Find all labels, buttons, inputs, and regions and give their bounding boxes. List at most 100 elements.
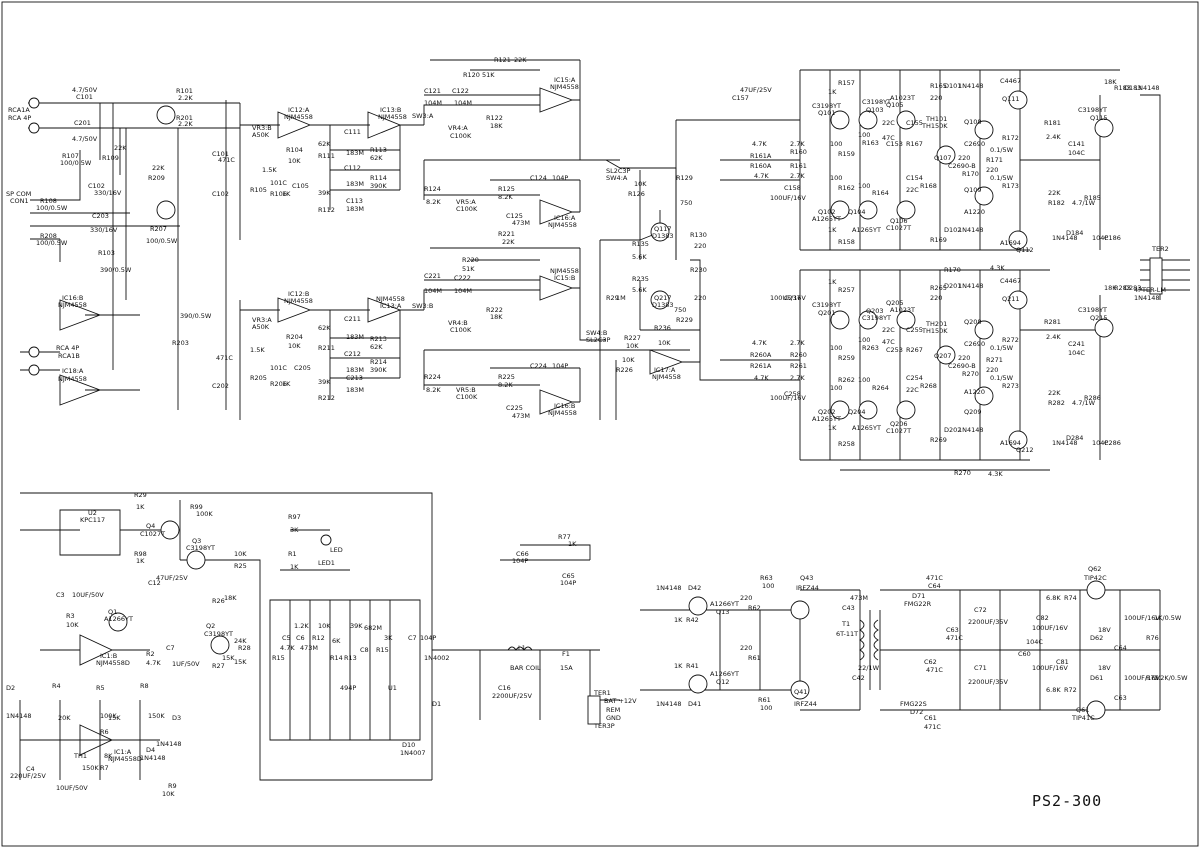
component-label: IRFZ44 — [794, 700, 817, 708]
component-label: R3 — [66, 612, 75, 620]
component-label: D41 — [688, 700, 701, 708]
component-label: IRFZ44 — [796, 584, 819, 592]
component-label: C65 — [562, 572, 575, 580]
component-label: RCA1A — [8, 106, 30, 114]
component-label: R222 — [486, 306, 503, 314]
component-label: 1N4148 — [958, 226, 984, 234]
component-label: 10K — [162, 790, 175, 798]
component-label: 100 — [858, 376, 870, 384]
component-label: 62K — [370, 343, 383, 351]
component-label: LED1 — [318, 559, 335, 567]
component-label: R121 — [494, 56, 511, 64]
component-label: 682M — [364, 624, 382, 632]
component-label: R271 — [986, 356, 1003, 364]
component-label: IC1:A — [114, 748, 132, 756]
component-label: R221 — [498, 230, 515, 238]
component-label: D283 — [1124, 284, 1141, 292]
component-label: Q207 — [934, 352, 952, 360]
component-label: 6T-11T — [836, 630, 858, 638]
component-label: 22C — [906, 186, 919, 194]
component-label: 1K — [136, 557, 145, 565]
component-label: R163 — [862, 139, 879, 147]
component-label: 62K — [370, 154, 383, 162]
component-label: R5 — [96, 684, 105, 692]
component-label: A1694 — [1000, 239, 1021, 247]
component-label: C101 — [76, 93, 93, 101]
component-label: C203 — [92, 212, 109, 220]
component-label: 1K — [828, 278, 837, 286]
component-label: D72 — [910, 708, 923, 716]
component-label: R42 — [686, 616, 699, 624]
component-label: R259 — [838, 354, 855, 362]
component-label: 18K — [490, 313, 503, 321]
component-label: 100/0.5W — [36, 239, 68, 247]
component-label: VR5:A — [456, 198, 476, 206]
component-label: 2.2K — [178, 120, 193, 128]
component-label: R185 — [1084, 194, 1101, 202]
component-label: C221 — [424, 272, 441, 280]
component-label: 390K — [370, 182, 387, 190]
component-label: C60 — [1018, 650, 1031, 658]
component-label: Q203 — [866, 307, 884, 315]
component-label: 104C — [1068, 349, 1085, 357]
component-label: R122 — [486, 114, 503, 122]
component-label: C2690 — [964, 340, 985, 348]
component-label: R103 — [98, 249, 115, 257]
component-label: 100 — [858, 182, 870, 190]
component-label: 100 — [858, 336, 870, 344]
component-label: 6K — [332, 637, 341, 645]
component-label: 39K — [318, 378, 331, 386]
component-label: 750 — [680, 199, 692, 207]
component-label: 8.2K — [498, 193, 513, 201]
component-label: 220 — [740, 644, 752, 652]
component-label: R161A — [750, 152, 772, 160]
component-label: C1027T — [140, 530, 165, 538]
component-label: 22C — [882, 119, 895, 127]
component-label: R101 — [176, 87, 193, 95]
component-label: R286 — [1084, 394, 1101, 402]
component-label: 10K — [288, 157, 301, 165]
component-label: R13 — [344, 654, 357, 662]
component-label: 150K — [82, 764, 99, 772]
component-label: R99 — [190, 503, 203, 511]
component-label: 100/0.5W — [60, 159, 92, 167]
component-label: 2.7K — [790, 140, 805, 148]
component-label: D62 — [1090, 634, 1103, 642]
component-label: C255 — [906, 326, 923, 334]
component-label: R108 — [40, 197, 57, 205]
component-label: R29 — [134, 491, 147, 499]
component-label: C3198YT — [812, 301, 841, 309]
component-label: R105 — [250, 186, 267, 194]
component-label: 0.1/5W — [990, 174, 1014, 182]
component-label: 150K — [148, 712, 165, 720]
component-label: 10K — [318, 622, 331, 630]
component-label: 8.2K — [426, 198, 441, 206]
component-label: 18K — [490, 122, 503, 130]
component-label: C211 — [344, 315, 361, 323]
component-label: 100K — [100, 712, 117, 720]
component-label: C237 — [784, 294, 801, 302]
component-label: IC15:B — [554, 274, 575, 282]
component-label: 10K — [626, 342, 639, 350]
component-label: TER3P — [593, 722, 615, 730]
component-label: 220 — [958, 354, 970, 362]
component-label: 18K — [224, 594, 237, 602]
component-label: C121 — [424, 87, 441, 95]
component-label: A1265YT — [812, 215, 841, 223]
component-label: SP COM — [6, 190, 31, 198]
component-label: Q209 — [964, 408, 982, 416]
component-label: C100K — [450, 326, 472, 334]
component-label: Q115 — [1090, 114, 1108, 122]
component-label: C254 — [906, 374, 923, 382]
component-label: C100K — [456, 393, 478, 401]
component-label: SW4:A — [606, 174, 628, 182]
component-label: R4 — [52, 682, 61, 690]
component-label: R224 — [424, 373, 441, 381]
component-label: 100K — [196, 510, 213, 518]
component-label: 22C — [906, 386, 919, 394]
component-label: C64 — [928, 582, 941, 590]
component-label: 47UF/25V — [740, 86, 772, 94]
component-label: 1N4148 — [1052, 234, 1078, 242]
component-label: C100K — [450, 132, 472, 140]
component-label: A1023T — [890, 306, 915, 314]
